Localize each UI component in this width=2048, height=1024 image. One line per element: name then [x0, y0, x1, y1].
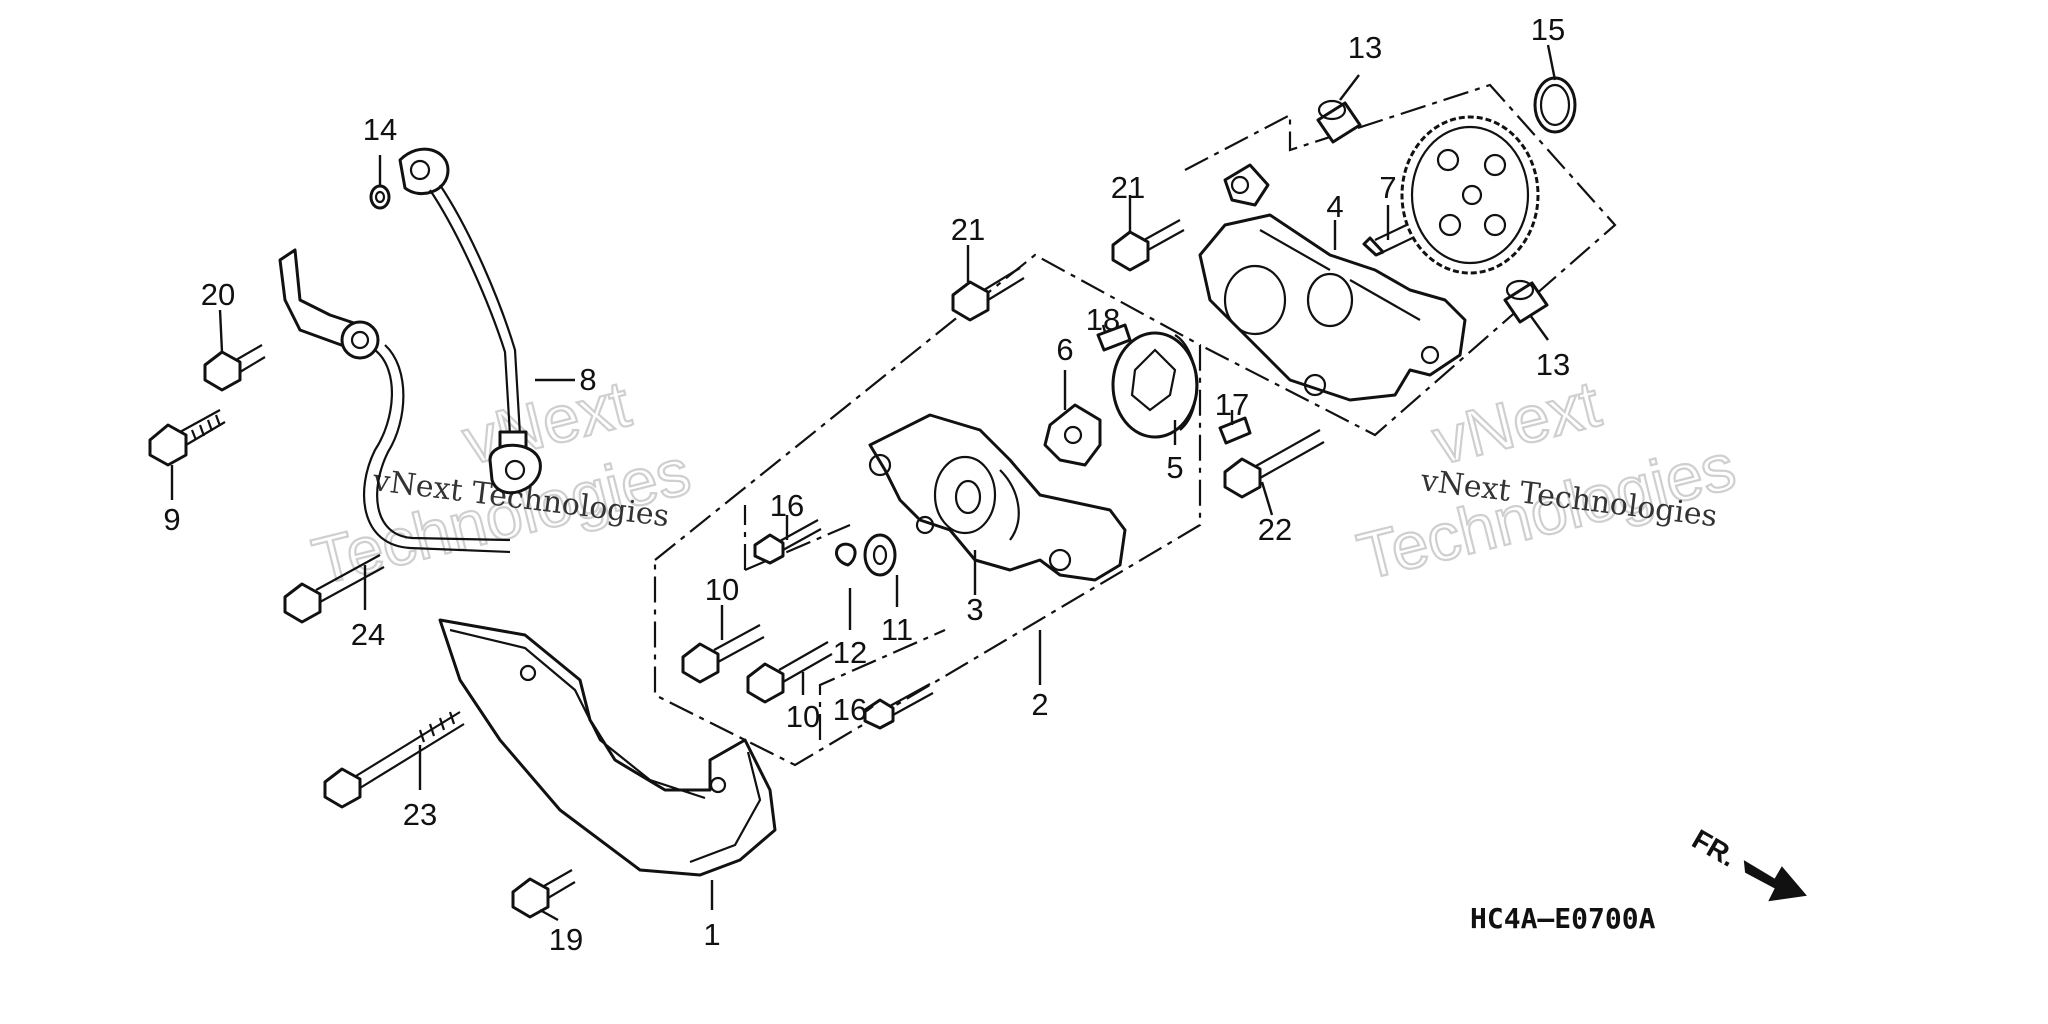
- bolt-part-20: [203, 344, 266, 392]
- assembly-outline-screws-16: [743, 505, 851, 572]
- pump-gear: [1400, 115, 1540, 275]
- front-direction-indicator: FR.: [1687, 823, 1807, 902]
- oil-pipe-part-8: [398, 147, 542, 495]
- callout-6: 6: [1056, 332, 1073, 367]
- watermark-vnext-right: vNext: [1425, 366, 1607, 479]
- callout-4: 4: [1326, 189, 1343, 224]
- callout-19: 19: [549, 922, 583, 957]
- pin-part-17: [1218, 416, 1252, 445]
- washer-part-11: [863, 533, 897, 577]
- pin-part-18: [1096, 323, 1132, 352]
- bolt-part-10-left: [681, 624, 765, 684]
- callout-22: 22: [1258, 512, 1292, 547]
- bolt-part-23: [323, 711, 465, 809]
- front-direction-arrow-icon: [1743, 860, 1807, 902]
- outer-rotor-part-5: [1111, 331, 1199, 439]
- leader-lines: [170, 44, 1557, 922]
- bolt-part-9: [148, 409, 226, 467]
- bolt-part-19: [511, 869, 576, 919]
- dowel-part-13-bottom: [1503, 279, 1549, 324]
- callout-16-top: 16: [770, 488, 804, 523]
- callout-11: 11: [881, 612, 913, 647]
- watermark-right: vNext Technologies vNext Technologies: [1349, 365, 1743, 595]
- bolt-part-10-right: [746, 641, 833, 704]
- bolt-part-22: [1223, 429, 1325, 499]
- washer-part-14: [369, 184, 391, 210]
- callout-13-top: 13: [1348, 30, 1382, 65]
- callout-2: 2: [1031, 687, 1048, 722]
- o-ring-part-15: [1533, 76, 1577, 134]
- callout-16-bottom: 16: [833, 692, 867, 727]
- pump-cover-part-4: [1198, 163, 1467, 402]
- callout-24: 24: [351, 617, 385, 652]
- screw-part-16-bottom: [863, 683, 934, 730]
- assembly-outline-pump-cover: [1184, 83, 1617, 437]
- callout-23: 23: [403, 797, 437, 832]
- bolt-part-21-right: [1111, 219, 1185, 272]
- callout-9: 9: [163, 502, 180, 537]
- callout-12: 12: [833, 635, 867, 670]
- callout-3: 3: [966, 592, 983, 627]
- assembly-outline-pump-body: [653, 253, 1202, 767]
- callout-14: 14: [363, 112, 397, 147]
- callout-21-left: 21: [951, 212, 985, 247]
- front-direction-label: FR.: [1687, 823, 1742, 872]
- callout-18: 18: [1086, 302, 1120, 337]
- circlip-part-12: [835, 542, 857, 567]
- callouts: 1 2 3 4 5 6 7 8 9 10 10 11 12 13 13 14 1…: [163, 12, 1570, 957]
- drawing-code: HC4A–E0700A: [1470, 902, 1656, 935]
- callout-5: 5: [1166, 450, 1183, 485]
- bracket-pipe: [278, 248, 511, 554]
- assembly-outline-screws-16b: [818, 628, 946, 740]
- callout-21-right: 21: [1111, 170, 1145, 205]
- pump-body-part-3: [868, 413, 1127, 582]
- callout-13-bottom: 13: [1536, 347, 1570, 382]
- callout-10-right: 10: [786, 699, 820, 734]
- inner-rotor-part-6: [1043, 403, 1102, 467]
- callout-20: 20: [201, 277, 235, 312]
- shield-plate-part-1: [438, 618, 777, 877]
- callout-15: 15: [1531, 12, 1565, 47]
- callout-10-left: 10: [705, 572, 739, 607]
- callout-1: 1: [703, 917, 720, 952]
- dowel-part-13-top: [1316, 99, 1362, 144]
- callout-8: 8: [579, 362, 596, 397]
- bolt-part-24: [283, 554, 385, 624]
- callout-17: 17: [1215, 387, 1249, 422]
- callout-7: 7: [1379, 170, 1396, 205]
- bolt-part-21-left: [951, 267, 1025, 322]
